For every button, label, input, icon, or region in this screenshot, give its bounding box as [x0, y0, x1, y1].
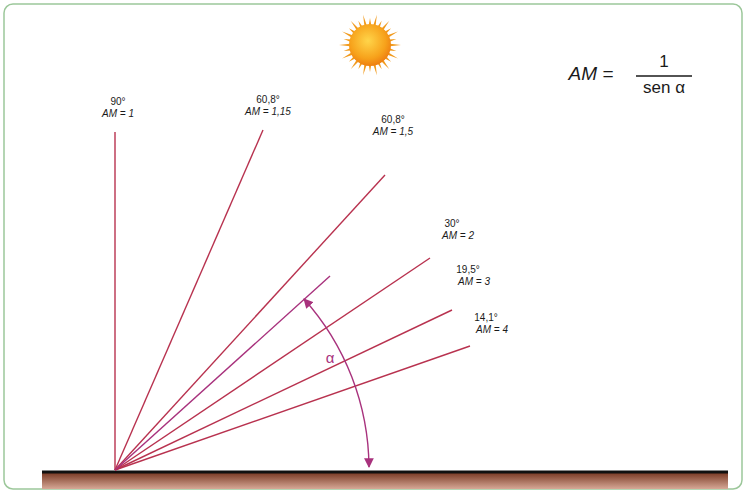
- ray-60-8-a: [115, 130, 263, 470]
- air-mass-label: AM = 4: [476, 324, 508, 335]
- sun-spike: [373, 64, 377, 75]
- sun-spike: [363, 64, 367, 75]
- fraction-bar: [636, 75, 692, 76]
- sun-spike: [339, 44, 350, 46]
- sun-spike: [363, 15, 367, 26]
- angle-label: 19,5°: [456, 264, 479, 275]
- air-mass-label: AM = 2: [442, 230, 474, 241]
- ground-surface: [42, 471, 728, 474]
- sun-spike: [390, 44, 401, 46]
- angle-symbol: α: [326, 350, 335, 367]
- ray-90: [114, 132, 115, 470]
- air-mass-label: AM = 3: [458, 276, 490, 287]
- sun-spike: [369, 65, 371, 72]
- angle-label: 90°: [110, 96, 125, 107]
- angle-label: 60,8°: [256, 94, 279, 105]
- formula-numerator: 1: [659, 53, 668, 72]
- ray-60-8-b: [115, 175, 385, 470]
- formula-lhs: AM =: [569, 64, 614, 85]
- ray-19-5: [115, 310, 452, 470]
- angle-arc: [304, 299, 369, 467]
- sun-spike: [373, 15, 377, 26]
- air-mass-label: AM = 1: [102, 108, 134, 119]
- angle-label: 14,1°: [474, 312, 497, 323]
- sun-spike: [369, 18, 371, 25]
- ray-14-1: [115, 346, 470, 470]
- sun-rays-paths: [115, 130, 470, 470]
- sun: [349, 24, 391, 66]
- ray-30: [115, 258, 430, 470]
- formula-denominator: sen α: [643, 79, 685, 98]
- angle-arm: [115, 276, 330, 470]
- angle-label: 30°: [444, 218, 459, 229]
- air-mass-label: AM = 1,15: [245, 106, 291, 117]
- ground: [42, 473, 728, 489]
- sun-rays: [339, 15, 401, 75]
- air-mass-label: AM = 1,5: [373, 126, 413, 137]
- frame: [4, 4, 742, 489]
- angle-label: 60,8°: [381, 114, 404, 125]
